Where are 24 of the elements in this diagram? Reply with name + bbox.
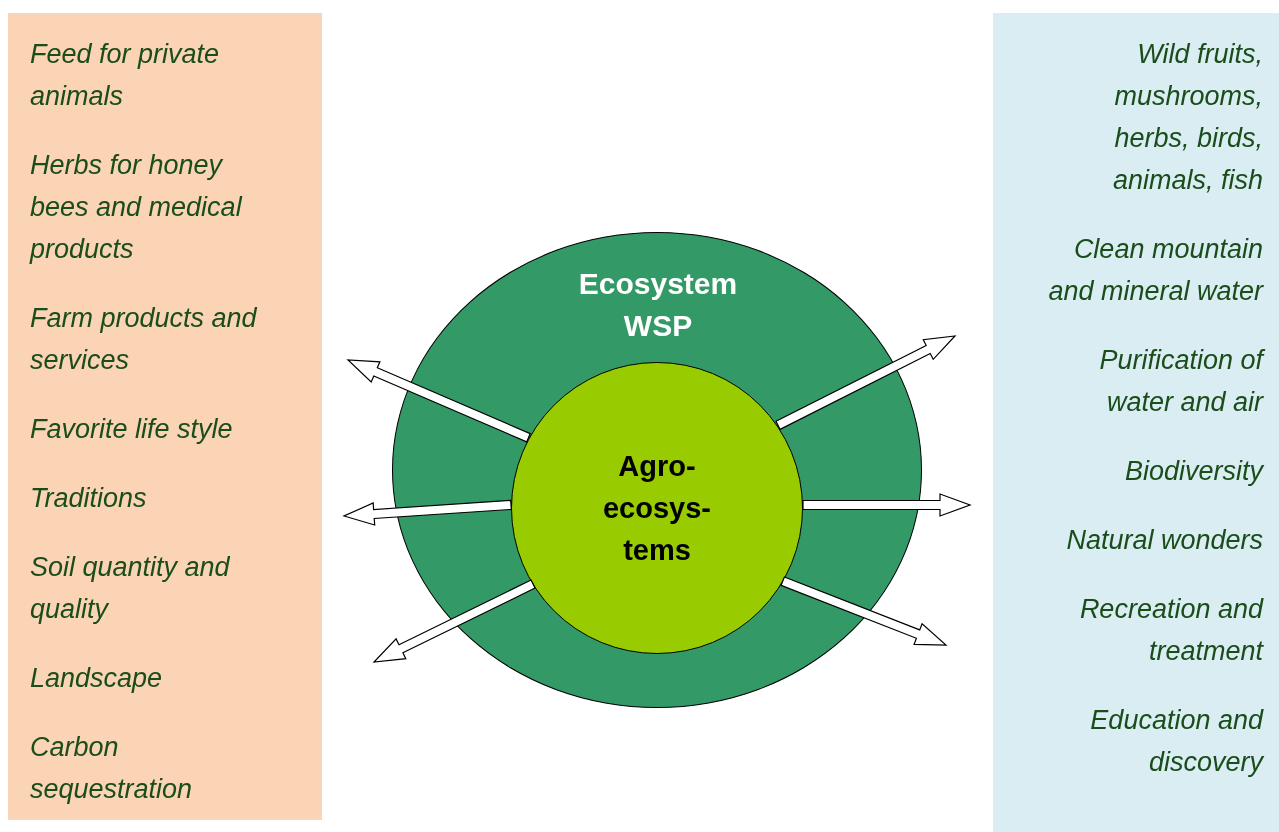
service-text: Wild fruits, mushrooms, herbs, birds, animals, fish [1111, 38, 1263, 197]
service-text: Landscape [30, 662, 164, 695]
service-text: Carbon sequestration [30, 731, 194, 806]
service-text: Education and discovery [1089, 704, 1263, 779]
block-arrow [372, 579, 536, 663]
block-arrow [780, 576, 948, 646]
service-text: Recreation and treatment [1078, 593, 1263, 668]
block-arrow [346, 359, 531, 443]
service-text: Favorite life style [30, 413, 234, 446]
service-text: Traditions [30, 482, 148, 515]
agro-title: Agro-ecosys-tems [602, 449, 712, 568]
ecosystem-title: Ecosystem WSP [577, 266, 739, 344]
service-text: Natural wonders [1066, 524, 1263, 557]
block-arrow [775, 335, 957, 431]
service-text: Farm products and services [30, 302, 258, 377]
services-panel [993, 13, 1279, 832]
service-text: Herbs for honey bees and medical products [30, 149, 244, 266]
service-text: Biodiversity [1124, 455, 1263, 488]
service-text: Soil quantity and quality [30, 551, 231, 626]
service-text: Clean mountain and mineral water [1047, 233, 1263, 308]
block-arrow [802, 493, 972, 517]
service-text: Feed for private animals [30, 38, 221, 113]
block-arrow [342, 499, 512, 526]
services-panel [8, 13, 322, 820]
